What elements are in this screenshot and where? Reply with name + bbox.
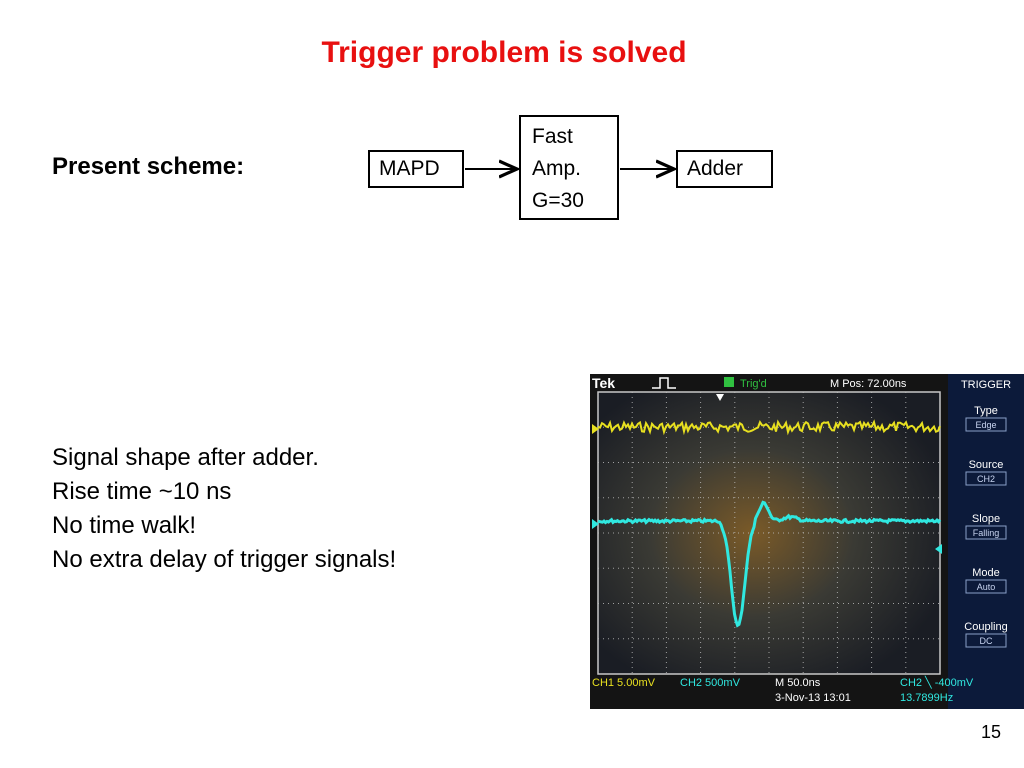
note-line: No time walk! xyxy=(52,512,197,539)
amp-line-1: Fast xyxy=(532,125,573,148)
trigger-pos-marker-icon xyxy=(716,394,724,401)
trigger-panel-label: Type xyxy=(974,405,998,417)
fast-amp-box: Fast Amp. G=30 xyxy=(519,115,619,220)
trigger-status: Trig'd xyxy=(740,378,767,390)
trigger-status-icon xyxy=(724,377,734,387)
trigger-panel-value: CH2 xyxy=(977,474,995,484)
adder-box: Adder xyxy=(676,150,773,188)
scope-screen: Tek Trig'd M Pos: 72.00ns TRIGGER TypeEd… xyxy=(590,374,1024,709)
ch2-marker-icon xyxy=(592,519,599,529)
trigger-level-readout: CH2 ╲ -400mV xyxy=(900,675,974,689)
frequency-readout: 13.7899Hz xyxy=(900,692,953,704)
page-number: 15 xyxy=(980,722,1001,742)
notes-block: Signal shape after adder. Rise time ~10 … xyxy=(52,441,396,577)
trigger-panel-label: Mode xyxy=(972,567,1000,579)
ch1-trace xyxy=(597,419,941,436)
trigger-panel-value-box xyxy=(965,525,1007,540)
ch1-scale: CH1 5.00mV xyxy=(592,677,656,689)
ch1-marker-icon xyxy=(592,424,599,434)
trigger-panel-value-box xyxy=(965,633,1007,648)
trigger-panel-value: Falling xyxy=(973,528,1000,538)
trigger-panel-value-box xyxy=(965,417,1007,432)
amp-line-2: Amp. xyxy=(532,157,582,180)
scope-date: 3-Nov-13 13:01 xyxy=(775,692,851,704)
ch2-trace xyxy=(597,500,942,628)
note-line: Rise time ~10 ns xyxy=(52,478,232,505)
trigger-panel-value-box xyxy=(965,471,1007,486)
trigger-panel-value-box xyxy=(965,579,1007,594)
scope-brand: Tek xyxy=(592,375,615,391)
trigger-level-marker-icon xyxy=(935,544,942,554)
trigger-panel-value: Edge xyxy=(975,420,996,430)
trigger-panel-label: Source xyxy=(969,459,1004,471)
present-scheme-label: Present scheme: xyxy=(52,153,245,180)
slide-title: Trigger problem is solved xyxy=(321,36,687,69)
trigger-panel-label: Coupling xyxy=(964,621,1007,633)
amp-line-3: G=30 xyxy=(532,189,584,212)
run-pulse-icon xyxy=(652,377,676,389)
trigger-panel-title: TRIGGER xyxy=(961,379,1011,391)
trigger-panel-label: Slope xyxy=(972,513,1000,525)
mapd-box: MAPD xyxy=(368,150,464,188)
note-line: Signal shape after adder. xyxy=(52,444,319,471)
ch2-scale: CH2 500mV xyxy=(680,677,741,689)
trigger-panel-value: DC xyxy=(980,636,993,646)
note-line: No extra delay of trigger signals! xyxy=(52,546,397,573)
timebase: M 50.0ns xyxy=(775,677,821,689)
m-pos-readout: M Pos: 72.00ns xyxy=(830,378,907,390)
trigger-panel-value: Auto xyxy=(977,582,996,592)
